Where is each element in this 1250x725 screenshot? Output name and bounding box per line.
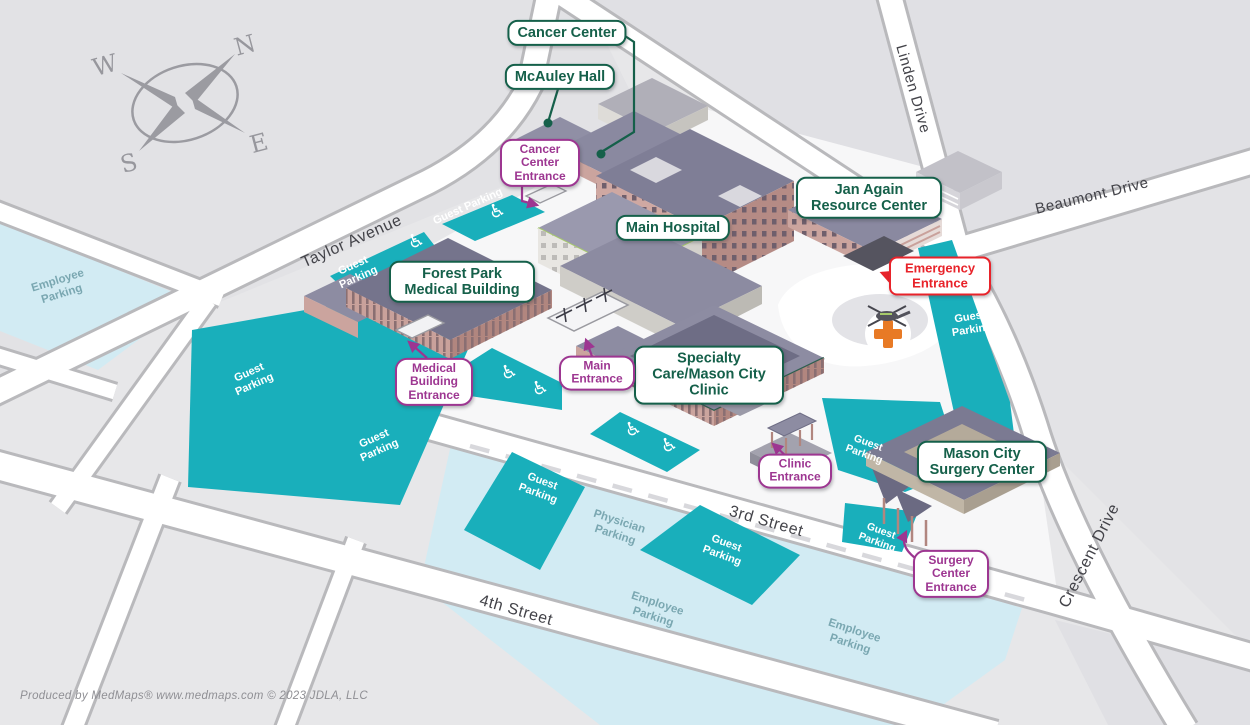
label-surgery-center-entrance: Surgery Center Entrance xyxy=(913,549,989,599)
label-main-entrance: Main Entrance xyxy=(559,355,635,391)
label-mcauley-hall: McAuley Hall xyxy=(504,63,616,91)
label-jan-again-resource-center: Jan Again Resource Center xyxy=(796,176,942,220)
label-main-hospital: Main Hospital xyxy=(615,214,731,242)
label-specialty-care-mason-city-clinic: Specialty Care/Mason City Clinic xyxy=(634,345,784,405)
compass-s: S xyxy=(117,148,140,179)
label-cancer-center-entrance: Cancer Center Entrance xyxy=(500,138,580,188)
map-credit: Produced by MedMaps® www.medmaps.com © 2… xyxy=(20,690,368,702)
compass-rose: N E S W xyxy=(89,29,271,179)
helicopter-icon xyxy=(867,305,911,327)
label-cancer-center: Cancer Center xyxy=(507,19,627,47)
label-medical-building-entrance: Medical Building Entrance xyxy=(395,357,473,407)
label-emergency-entrance: Emergency Entrance xyxy=(889,256,991,296)
label-clinic-entrance: Clinic Entrance xyxy=(758,453,832,489)
label-mason-city-surgery-center: Mason City Surgery Center xyxy=(917,440,1047,484)
label-forest-park-medical-building: Forest Park Medical Building xyxy=(389,260,535,304)
entrance-canopies xyxy=(394,183,818,454)
